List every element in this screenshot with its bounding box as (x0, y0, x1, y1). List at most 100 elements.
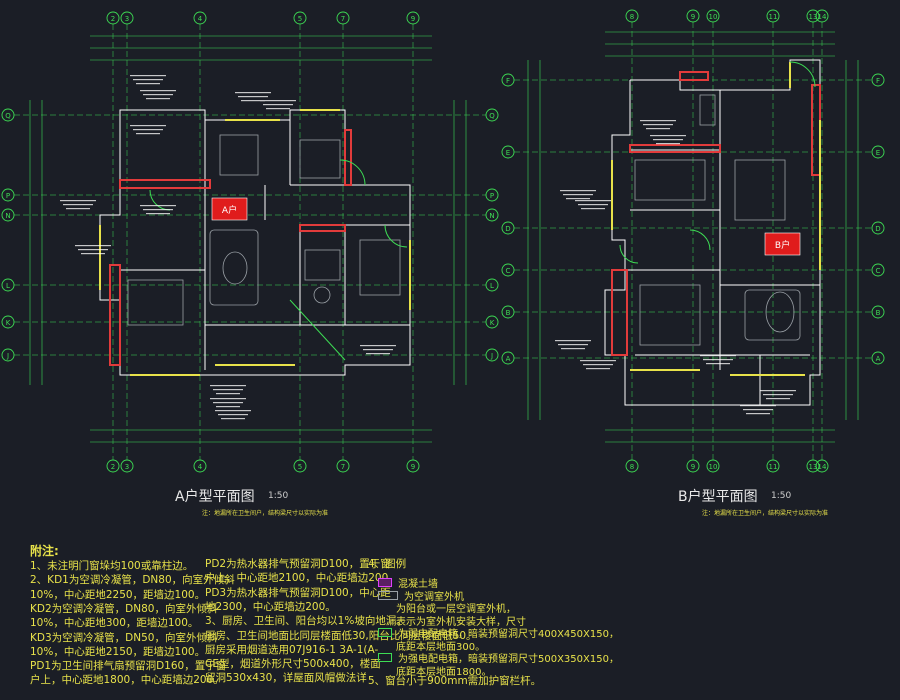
annotation-text-stub (766, 398, 790, 400)
annotation-text-stub (581, 208, 605, 210)
plan-b-axis-right-A: A (871, 351, 885, 365)
annotation-text-stub (210, 385, 246, 387)
plan-a-axis-left-N: N (1, 208, 15, 222)
annotation-text-stub (66, 208, 90, 210)
annotation-text-stub (136, 133, 160, 135)
annotation-text-stub (143, 209, 173, 211)
annotation-text-stub (221, 418, 245, 420)
plan-a-windows (99, 109, 411, 376)
plan-a-axis-bottom-3: 3 (120, 459, 134, 473)
annotation-text-stub (563, 194, 593, 196)
svg-text:B: B (876, 309, 881, 317)
plan-b-axis-left-F: F (501, 73, 515, 87)
annotation-text-stub (133, 129, 163, 131)
annotation-text-stub (213, 389, 243, 391)
annotation-marks (60, 75, 796, 420)
plan-a-axis-top-4: 4 (193, 11, 207, 25)
svg-text:7: 7 (341, 15, 345, 23)
svg-text:8: 8 (630, 463, 634, 471)
annotation-text-stub (360, 345, 396, 347)
svg-text:9: 9 (411, 463, 415, 471)
svg-text:4: 4 (198, 15, 203, 23)
annotation-text-stub (558, 344, 588, 346)
svg-text:L: L (490, 282, 494, 290)
annotation-text-stub (130, 75, 166, 77)
plan-a-unit-label: A户 (222, 204, 237, 216)
annotation-text-stub (146, 213, 170, 215)
svg-text:J: J (490, 352, 493, 360)
annotation-text-stub (216, 393, 240, 395)
plan-a-axis-right-L: L (485, 278, 499, 292)
plan-a-axis-right-P: P (485, 188, 499, 202)
annotation-text-stub (238, 96, 268, 98)
annotation-text-stub (130, 125, 166, 127)
plan-b-unit-tag (764, 232, 801, 256)
plan-b-green-arc (619, 61, 816, 264)
annotation-text-stub (216, 406, 240, 408)
plan-b-axis-top-11: 11 (766, 9, 780, 23)
annotation-text-stub (643, 124, 673, 126)
plan-b-axis-left-E: E (501, 145, 515, 159)
annotation-text-stub (363, 349, 393, 351)
plan-b-axis-bottom-10: 10 (706, 459, 720, 473)
svg-text:K: K (490, 319, 495, 327)
svg-text:C: C (876, 267, 881, 275)
annotation-text-stub (743, 409, 773, 411)
annotation-text-stub (706, 363, 730, 365)
annotation-text-stub (63, 204, 93, 206)
annotation-text-stub (555, 340, 591, 342)
plan-b-axis-left-B: B (501, 305, 515, 319)
annotation-text-stub (580, 360, 616, 362)
svg-text:B: B (506, 309, 511, 317)
plan-a-axis-bottom-5: 5 (293, 459, 307, 473)
plan-b-axis-bottom-8: 8 (625, 459, 639, 473)
annotation-text-stub (260, 100, 296, 102)
plan-b-axis-right-C: C (871, 263, 885, 277)
annotation-text-stub (78, 249, 108, 251)
plan-b-unit-label: B户 (775, 239, 790, 251)
svg-text:N: N (5, 212, 10, 220)
svg-text:E: E (506, 149, 510, 157)
plan-b-furniture (634, 94, 801, 346)
annotation-text-stub (366, 353, 390, 355)
plan-b-walls (604, 59, 821, 406)
plan-b-axis-left-A: A (501, 351, 515, 365)
plan-a-axis-bottom-4: 4 (193, 459, 207, 473)
annotation-text-stub (140, 205, 176, 207)
plan-b-axis-right-F: F (871, 73, 885, 87)
annotation-text-stub (760, 390, 796, 392)
plan-b-axis-top-14: 14 (815, 9, 829, 23)
plan-a-axis-top-2: 2 (106, 11, 120, 25)
svg-text:11: 11 (769, 13, 778, 21)
annotation-text-stub (136, 83, 160, 85)
plan-b-axis-bottom-14: 14 (815, 459, 829, 473)
plan-b-axis-top-13: 13 (806, 9, 820, 23)
plan-a-axis-bottom-9: 9 (406, 459, 420, 473)
plan-a-axis-right-J: J (485, 348, 499, 362)
annotation-text-stub (75, 245, 111, 247)
annotation-text-stub (235, 92, 271, 94)
annotation-text-stub (140, 90, 176, 92)
annotation-text-stub (560, 190, 596, 192)
svg-text:A: A (506, 355, 511, 363)
annotation-text-stub (133, 79, 163, 81)
annotation-text-stub (60, 200, 96, 202)
svg-text:9: 9 (691, 13, 695, 21)
svg-text:F: F (506, 77, 510, 85)
plan-b-axis-right-D: D (871, 221, 885, 235)
plan-b-wall-hatch (611, 71, 821, 356)
svg-text:9: 9 (411, 15, 415, 23)
annotation-text-stub (210, 398, 246, 400)
plan-b-axis-top-8: 8 (625, 9, 639, 23)
plan-a-axis-right-K: K (485, 315, 499, 329)
svg-text:2: 2 (111, 463, 115, 471)
annotation-text-stub (640, 120, 676, 122)
svg-text:14: 14 (818, 463, 827, 471)
plan-a-unit-tag (211, 197, 248, 221)
plan-b-axis-right-B: B (871, 305, 885, 319)
annotation-text-stub (213, 402, 243, 404)
plan-a-axis-left-Q: Q (1, 108, 15, 122)
annotation-text-stub (586, 368, 610, 370)
